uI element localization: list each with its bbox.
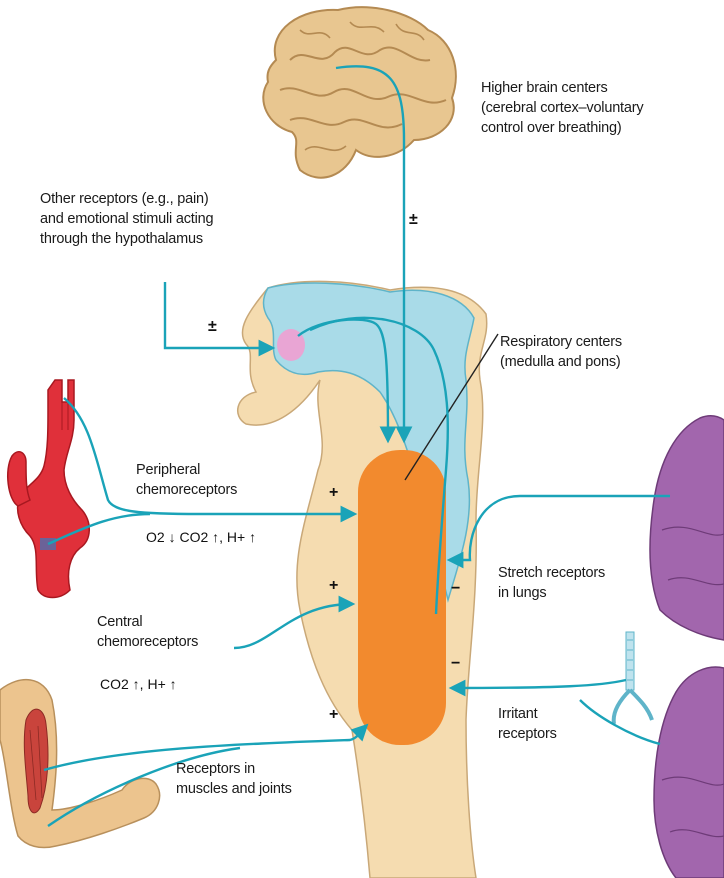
lung-icon-lower xyxy=(654,667,724,878)
respiratory-center xyxy=(358,450,446,745)
higher-brain-label-3: control over breathing) xyxy=(481,119,621,137)
sign-muscles: + xyxy=(329,706,338,724)
lung-icon-upper xyxy=(650,416,724,640)
arrow-stretch xyxy=(450,496,670,560)
central-stimulus: CO2 ↑, H+ ↑ xyxy=(100,676,177,692)
higher-brain-label-1: Higher brain centers xyxy=(481,79,608,97)
arm-icon xyxy=(0,680,160,848)
sign-irritant: − xyxy=(451,655,460,673)
arrow-irritant xyxy=(452,680,626,688)
muscles-label-2: muscles and joints xyxy=(176,780,292,798)
sign-hypothalamus: ± xyxy=(208,318,217,336)
respiratory-centers-label-1: Respiratory centers xyxy=(500,333,622,351)
sign-higher-brain: ± xyxy=(409,211,418,229)
sign-central: + xyxy=(329,577,338,595)
sign-peripheral: + xyxy=(329,484,338,502)
stretch-label-2: in lungs xyxy=(498,584,546,602)
irritant-label-1: Irritant xyxy=(498,705,538,723)
bronchi-icon xyxy=(614,632,652,724)
other-receptors-label-1: Other receptors (e.g., pain) xyxy=(40,190,208,208)
other-receptors-label-3: through the hypothalamus xyxy=(40,230,203,248)
muscles-label-1: Receptors in xyxy=(176,760,255,778)
higher-brain-label-2: (cerebral cortex–voluntary xyxy=(481,99,643,117)
peripheral-label-1: Peripheral xyxy=(136,461,200,479)
stretch-label-1: Stretch receptors xyxy=(498,564,605,582)
irritant-label-2: receptors xyxy=(498,725,557,743)
respiratory-centers-label-2: (medulla and pons) xyxy=(500,353,621,371)
peripheral-stimulus: O2 ↓ CO2 ↑, H+ ↑ xyxy=(146,529,256,545)
sign-stretch: − xyxy=(451,580,460,598)
other-receptors-label-2: and emotional stimuli acting xyxy=(40,210,213,228)
arrow-irritant-lung xyxy=(580,700,660,744)
central-label-2: chemoreceptors xyxy=(97,633,198,651)
central-label-1: Central xyxy=(97,613,142,631)
peripheral-label-2: chemoreceptors xyxy=(136,481,237,499)
brain-icon xyxy=(263,7,456,177)
